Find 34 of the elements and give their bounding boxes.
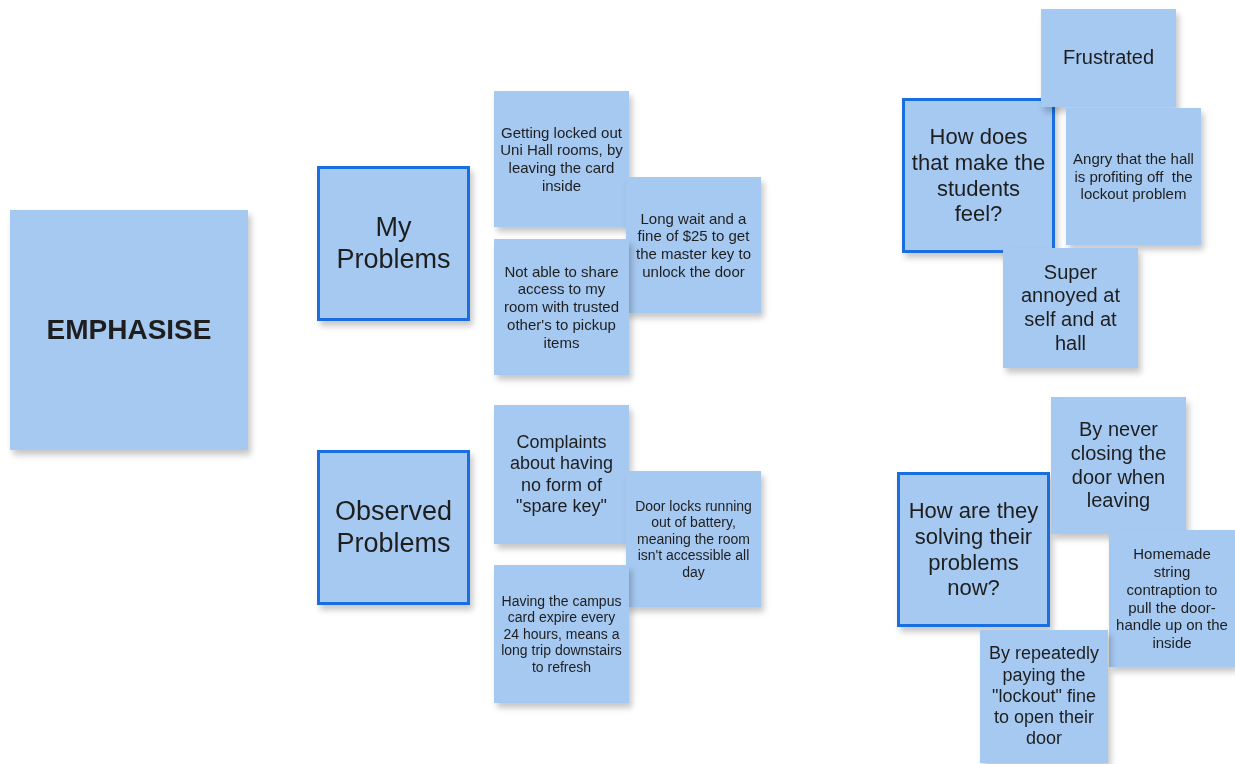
sticky-note xyxy=(1109,530,1235,667)
note-text: Frustrated xyxy=(1062,46,1155,70)
sticky-note xyxy=(1066,108,1201,245)
sticky-note xyxy=(494,565,629,703)
note-text: Angry that the hall is profiting off the lockout problem xyxy=(1072,149,1195,204)
note-text: Getting locked out Uni Hall rooms, by leaving the card inside xyxy=(500,123,623,195)
sticky-note xyxy=(1051,397,1186,534)
sticky-note xyxy=(494,405,629,544)
note-text: Long wait and a fine of $25 to get the master key to unlock the door xyxy=(634,209,753,281)
sticky-note xyxy=(980,630,1108,763)
note-text: Super annoyed at self and at hall xyxy=(1020,260,1121,356)
question-sticky-note xyxy=(317,450,470,605)
note-text: How does that make the students feel? xyxy=(911,123,1046,228)
sticky-note xyxy=(626,471,761,607)
question-sticky-note xyxy=(317,166,470,321)
note-text: Homemade string contraption to pull the door-handle up on the inside xyxy=(1115,545,1229,652)
sticky-note xyxy=(626,177,761,313)
note-text: My Problems xyxy=(335,211,452,276)
note-text: By repeatedly paying the "lockout" fine to open their door xyxy=(987,643,1101,750)
note-text: Not able to share access to my room with trusted other's to pickup items xyxy=(502,262,620,352)
sticky-note xyxy=(494,239,629,375)
question-sticky-note xyxy=(897,472,1050,627)
note-text: Having the campus card expire every 24 hours, means a long trip downstairs to refresh xyxy=(500,592,623,676)
sticky-note xyxy=(1003,248,1138,368)
sticky-note xyxy=(1041,9,1176,107)
note-text: Door locks running out of battery, meaning the room isn't accessible all day xyxy=(634,497,753,581)
note-text: Complaints about having no form of "spare key" xyxy=(508,432,615,517)
note-text: Observed Problems xyxy=(333,495,454,560)
title-sticky-note xyxy=(10,210,248,450)
question-sticky-note xyxy=(902,98,1055,253)
sticky-note xyxy=(494,91,629,227)
note-text: EMPHASISE xyxy=(46,313,212,347)
note-text: How are they solving their problems now? xyxy=(907,497,1040,602)
note-text: By never closing the door when leaving xyxy=(1069,418,1168,513)
